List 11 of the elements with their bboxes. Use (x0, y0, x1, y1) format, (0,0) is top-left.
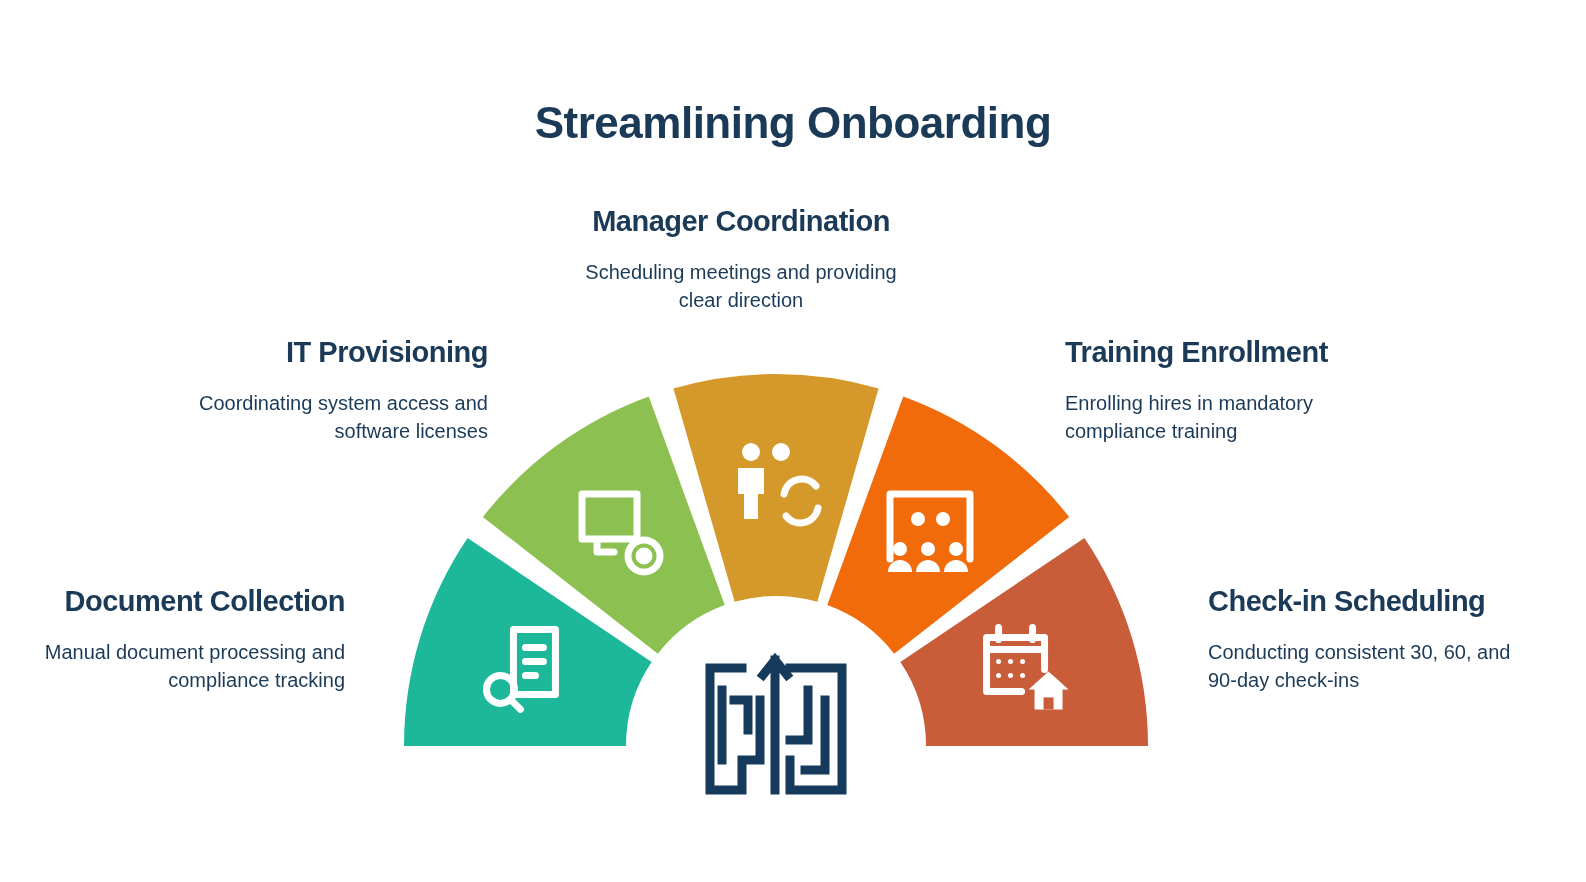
step-description: Manual document processing and compliance tracking (43, 640, 345, 693)
step-description: Scheduling meetings and providing clear direction (584, 260, 898, 313)
step-heading: IT Provisioning (286, 336, 488, 369)
step-description: Coordinating system access and software licenses (197, 391, 488, 444)
step-heading: Training Enrollment (1065, 336, 1328, 369)
step-description: Conducting consistent 30, 60, and 90-day check-ins (1208, 640, 1512, 693)
step-heading: Manager Coordination (592, 205, 890, 238)
title: Streamlining Onboarding (534, 98, 1052, 147)
step-heading: Document Collection (64, 585, 345, 618)
step-description: Enrolling hires in mandatory compliance training (1065, 391, 1314, 444)
step-heading: Check-in Scheduling (1208, 585, 1486, 618)
